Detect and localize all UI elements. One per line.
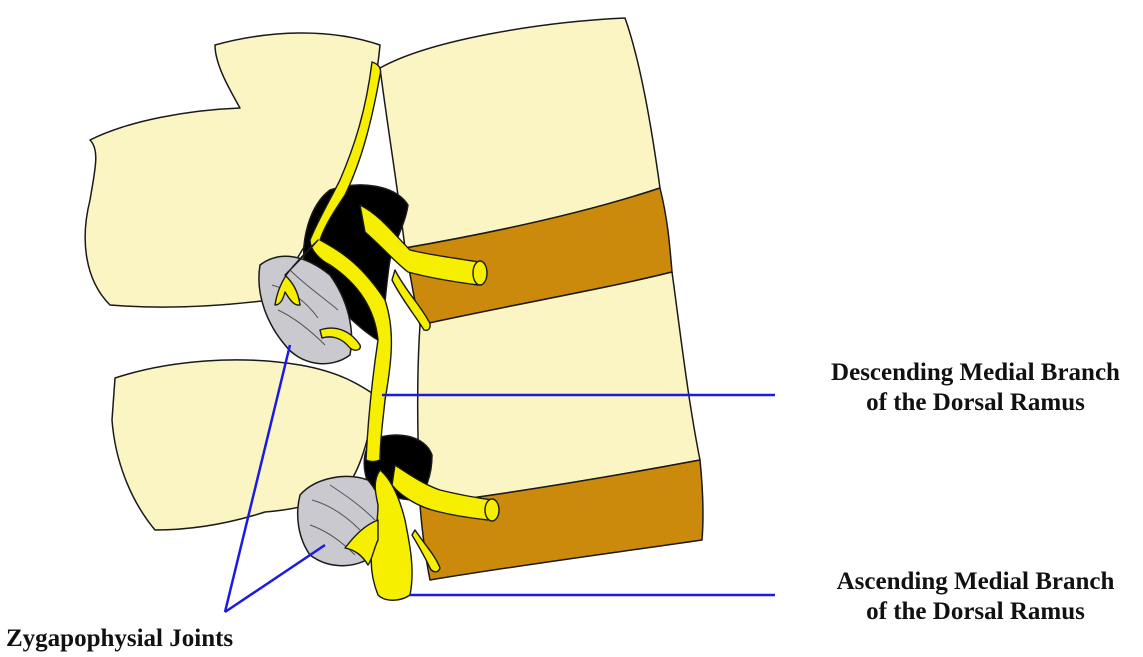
descending-medial-branch-label: Descending Medial Branch of the Dorsal R… (808, 358, 1143, 418)
ascending-label-line1: Ascending Medial Branch (808, 567, 1143, 597)
zygapophysial-joints-label: Zygapophysial Joints (6, 624, 233, 654)
descending-label-line1: Descending Medial Branch (808, 358, 1143, 388)
ascending-medial-branch-label: Ascending Medial Branch of the Dorsal Ra… (808, 567, 1143, 627)
descending-label-line2: of the Dorsal Ramus (808, 388, 1143, 418)
ascending-label-line2: of the Dorsal Ramus (808, 597, 1143, 627)
